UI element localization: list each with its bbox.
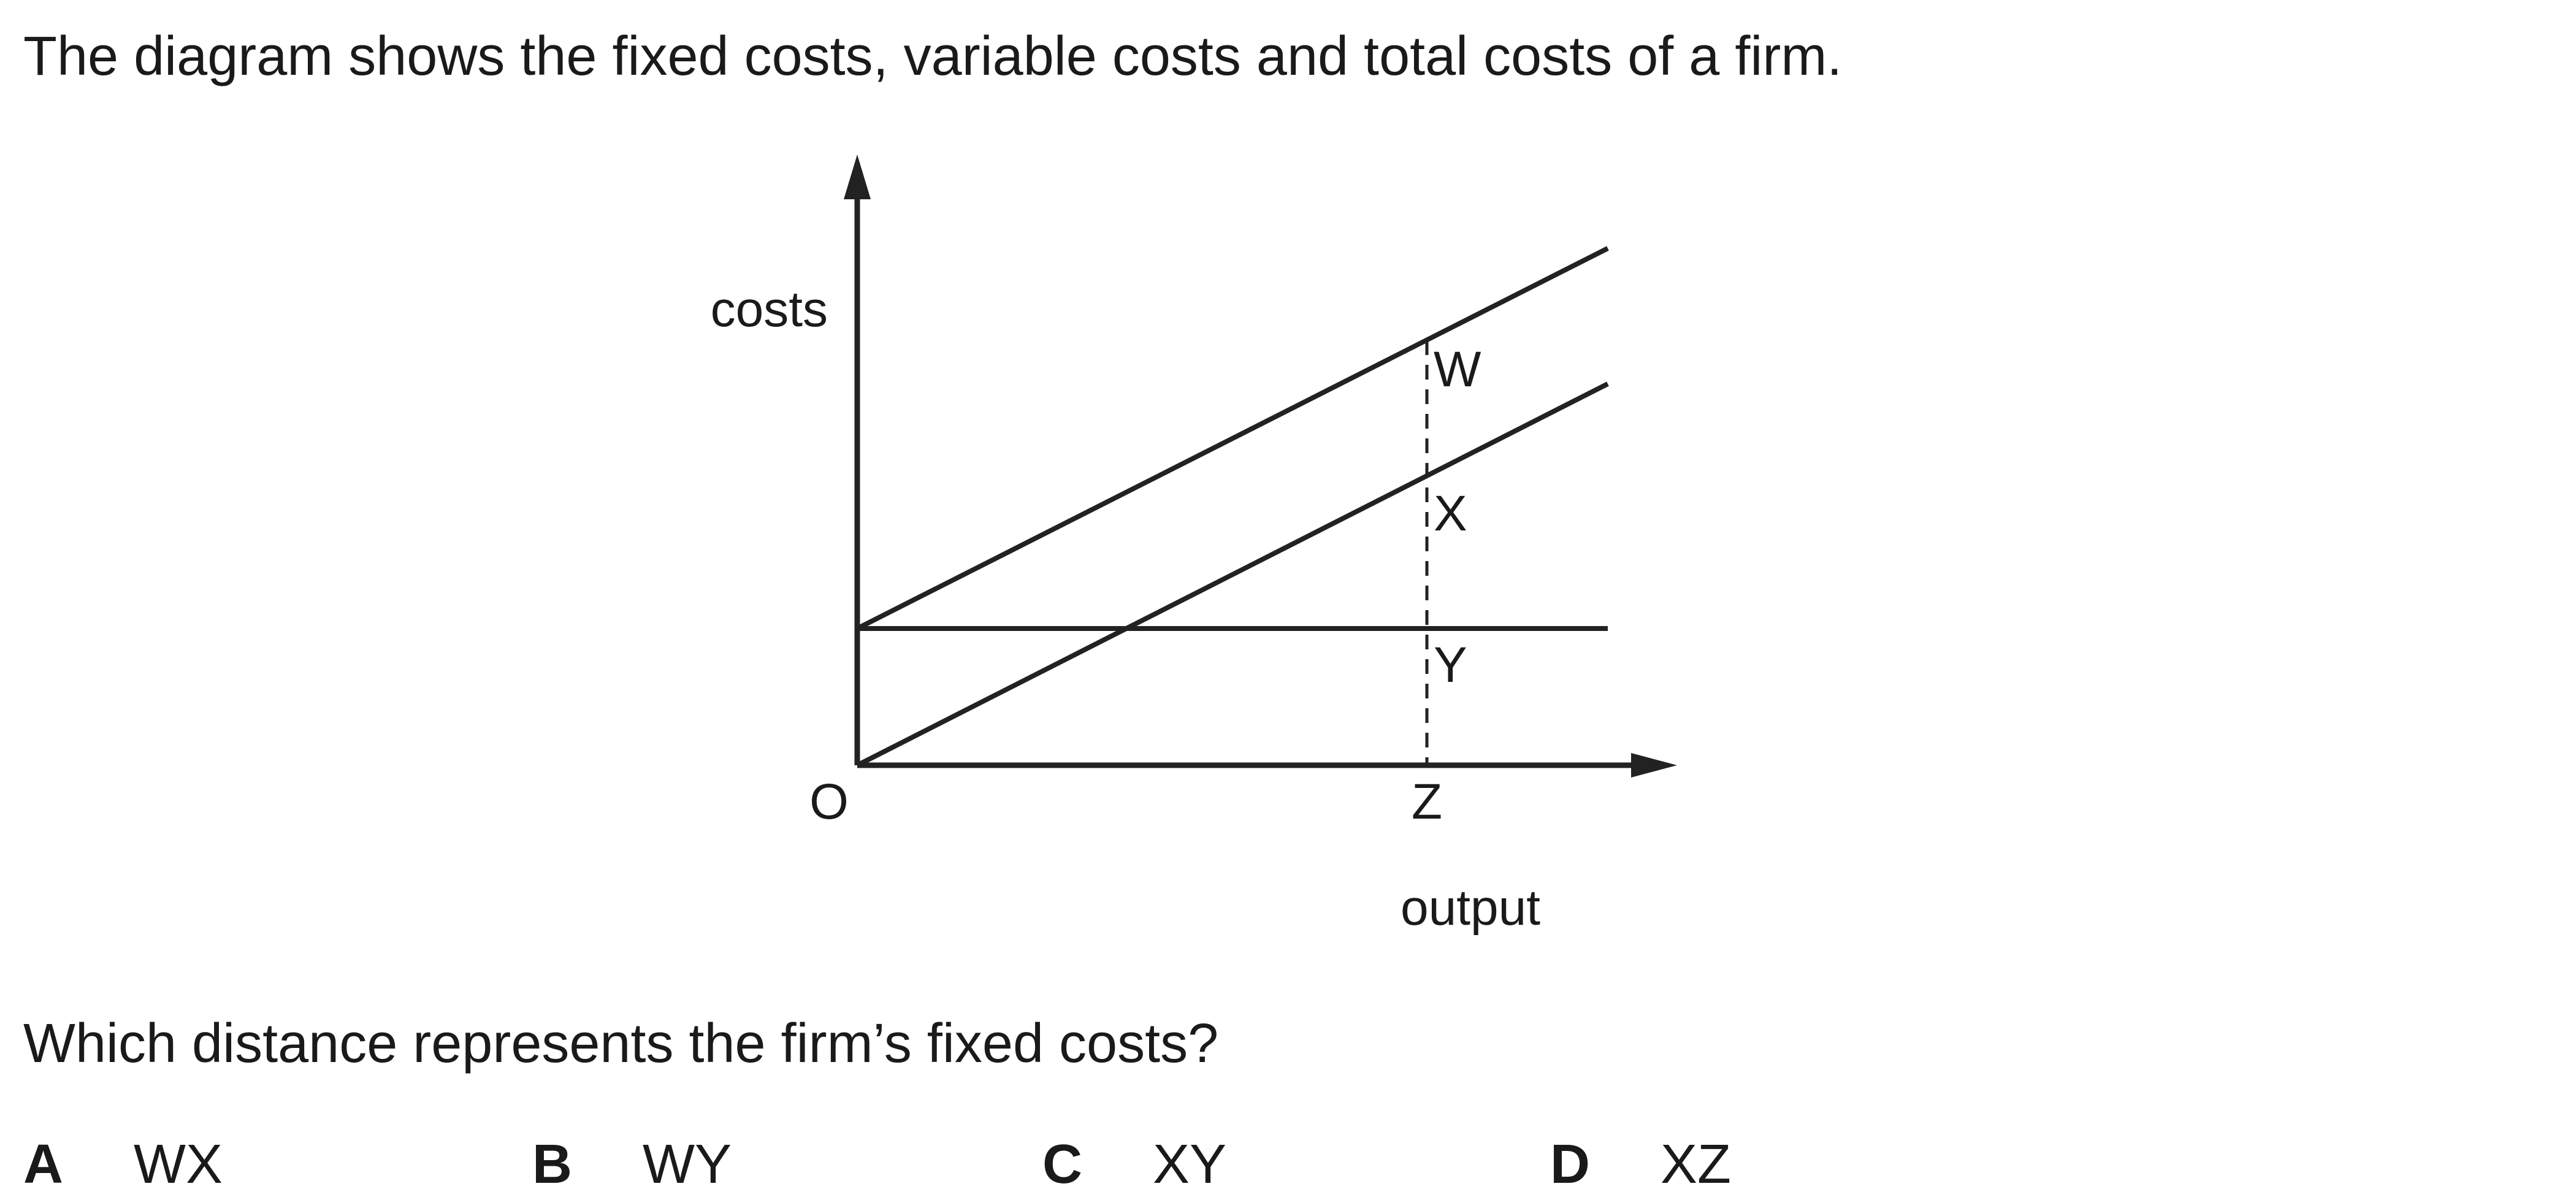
option-c-text: XY <box>1153 1134 1227 1195</box>
option-c-letter: C <box>1042 1134 1082 1195</box>
option-d[interactable]: D XZ <box>1550 1131 1731 1198</box>
option-a-letter: A <box>23 1134 63 1195</box>
x-axis-arrowhead <box>1631 753 1677 778</box>
option-a[interactable]: A WX <box>23 1131 223 1198</box>
question-text: Which distance represents the firm’s fix… <box>23 1013 1219 1074</box>
x-axis-label: output <box>1401 880 1540 936</box>
variable-cost-line <box>856 381 1609 768</box>
option-d-letter: D <box>1550 1134 1590 1195</box>
y-axis-label: costs <box>711 281 828 337</box>
point-w-label: W <box>1434 342 1481 397</box>
option-b[interactable]: B WY <box>532 1131 732 1198</box>
total-cost-line <box>856 246 1609 631</box>
option-d-text: XZ <box>1661 1134 1732 1195</box>
y-axis-arrowhead <box>844 155 871 199</box>
option-a-text: WX <box>134 1134 223 1195</box>
option-c[interactable]: C XY <box>1042 1131 1226 1198</box>
point-y-label: Y <box>1434 637 1467 693</box>
option-b-text: WY <box>643 1134 732 1195</box>
option-b-letter: B <box>532 1134 572 1195</box>
origin-label: O <box>809 774 849 830</box>
intro-text: The diagram shows the fixed costs, varia… <box>23 26 1843 87</box>
point-x-label: X <box>1434 486 1467 541</box>
point-z-label: Z <box>1412 774 1442 830</box>
